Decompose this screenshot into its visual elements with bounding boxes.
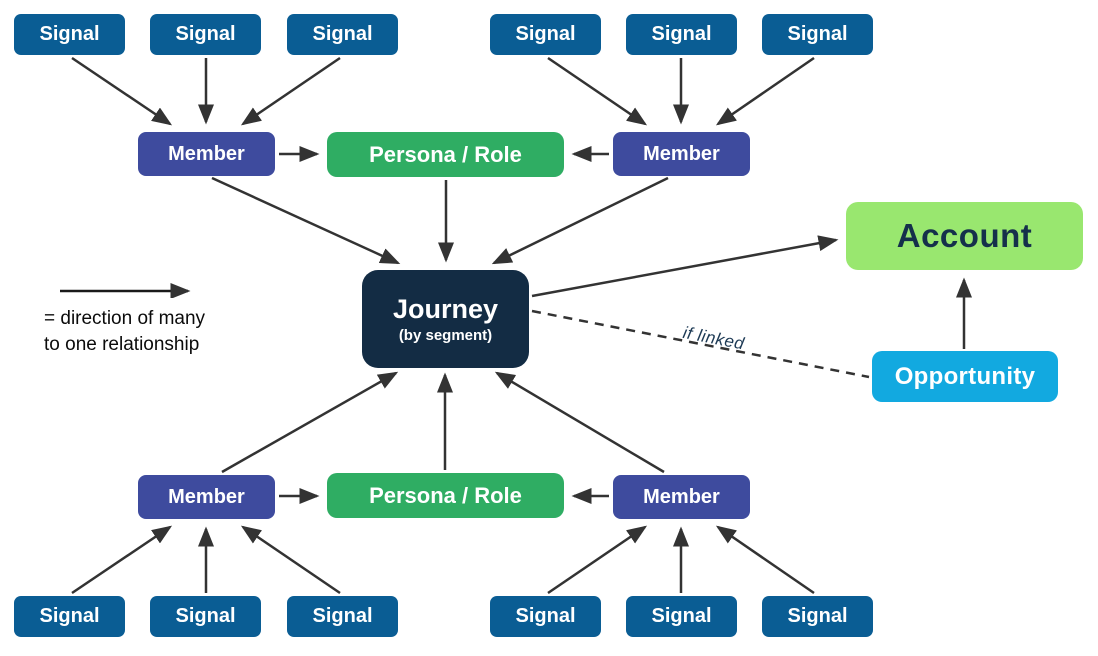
node-signal: Signal <box>150 596 261 637</box>
legend-arrow-icon <box>60 282 191 298</box>
node-signal: Signal <box>14 596 125 637</box>
node-journey: Journey (by segment) <box>362 270 529 368</box>
node-signal: Signal <box>626 14 737 55</box>
edge-signal-member <box>547 56 648 126</box>
node-persona-role: Persona / Role <box>327 132 564 177</box>
node-signal: Signal <box>287 596 398 637</box>
journey-title: Journey <box>392 294 499 324</box>
edge-label-if-linked: if linked <box>681 323 746 354</box>
node-signal: Signal <box>762 14 873 55</box>
node-signal: Signal <box>490 596 601 637</box>
edge-signal-member <box>240 525 341 595</box>
node-signal: Signal <box>626 596 737 637</box>
node-signal: Signal <box>150 14 261 55</box>
edge-member-journey <box>491 176 669 265</box>
node-persona-role: Persona / Role <box>327 473 564 518</box>
node-signal: Signal <box>287 14 398 55</box>
node-account: Account <box>846 202 1083 270</box>
edge-signal-member <box>715 56 815 126</box>
node-member: Member <box>138 475 275 519</box>
edge-signal-member <box>715 525 815 595</box>
legend-text-line1: = direction of many <box>44 308 206 329</box>
legend: = direction of many to one relationship <box>44 282 208 358</box>
node-signal: Signal <box>490 14 601 55</box>
node-member: Member <box>613 132 750 176</box>
edge-member-journey <box>211 176 401 265</box>
node-member: Member <box>613 475 750 519</box>
edge-member-journey <box>221 371 399 474</box>
node-signal: Signal <box>14 14 125 55</box>
edge-journey-account <box>531 235 839 298</box>
edge-member-journey <box>494 371 665 474</box>
edge-signal-member <box>71 56 173 126</box>
node-signal: Signal <box>762 596 873 637</box>
edge-signal-member <box>547 525 648 595</box>
node-opportunity: Opportunity <box>872 351 1058 402</box>
node-member: Member <box>138 132 275 176</box>
edge-signal-member <box>240 56 341 126</box>
edge-signal-member <box>71 525 173 595</box>
legend-text-line2: to one relationship <box>44 334 200 355</box>
journey-subtitle: (by segment) <box>398 327 493 344</box>
